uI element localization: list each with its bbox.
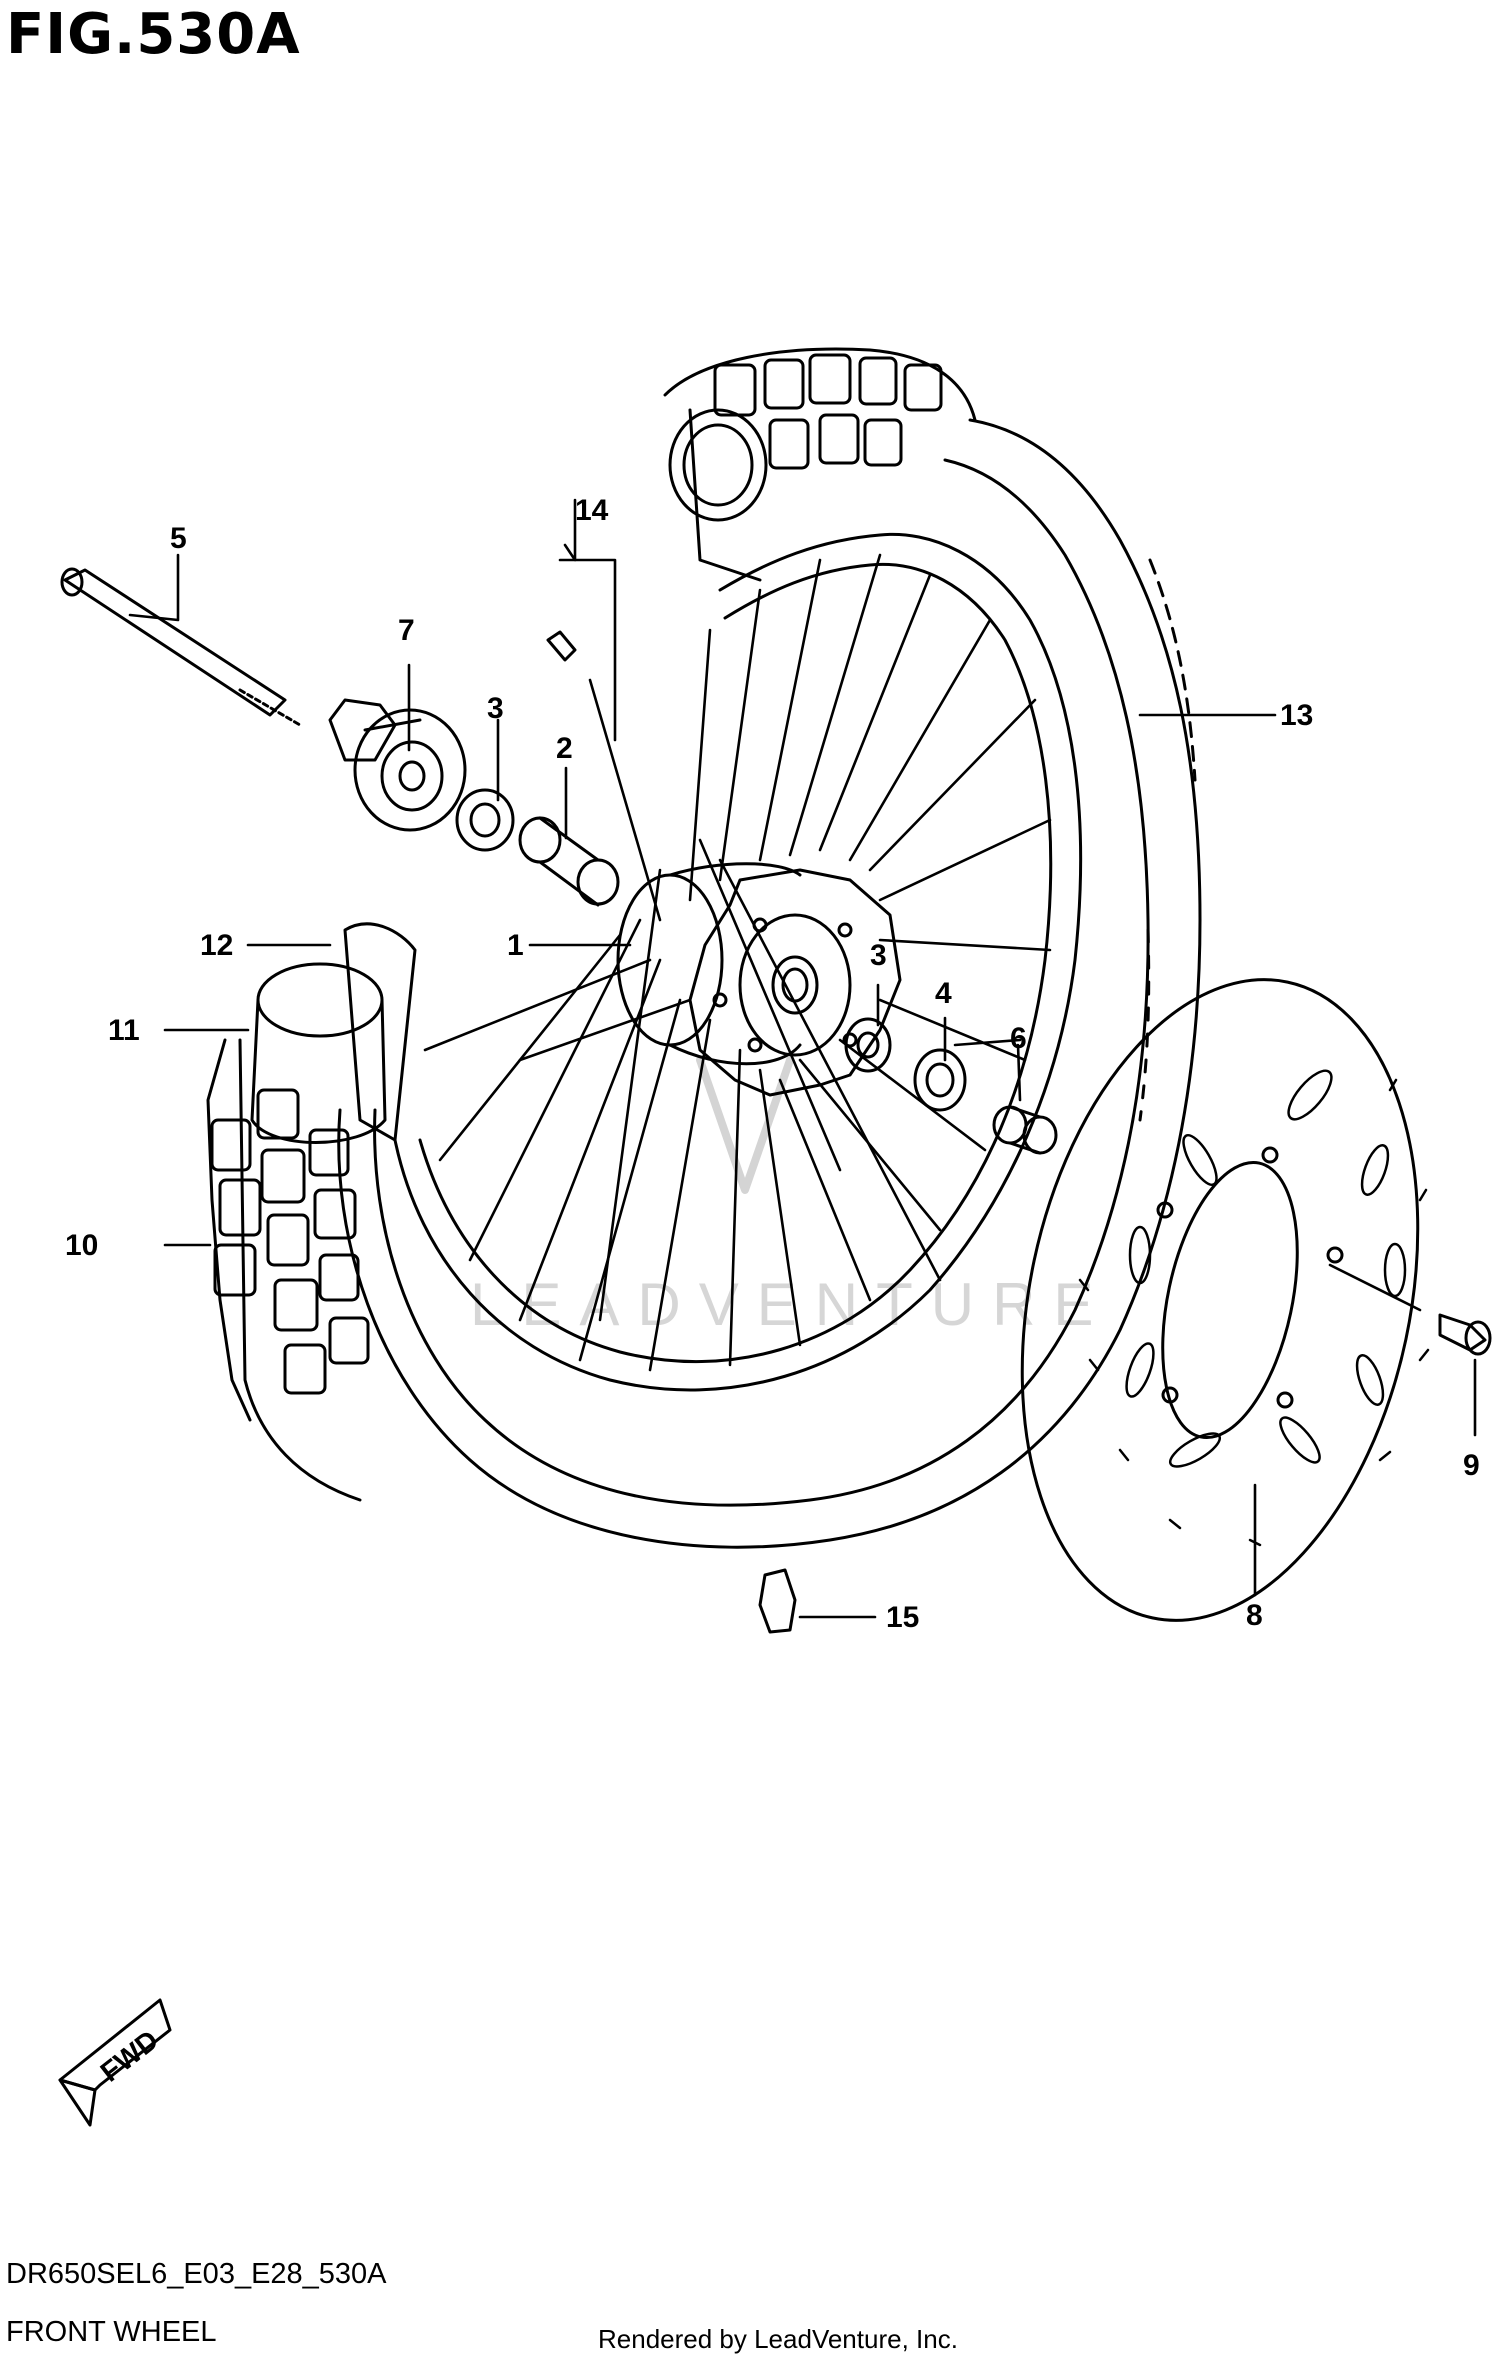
axle [60,567,302,727]
callout-11: 11 [108,1014,140,1047]
callout-9: 9 [1463,1449,1480,1482]
disc-bolt [1438,1313,1492,1356]
callout-15: 15 [886,1601,919,1634]
spacer-left [518,816,620,907]
diagram-name: FRONT WHEEL [6,2316,217,2348]
callout-4: 4 [935,977,952,1010]
tire [206,347,1202,1549]
balance-weight [758,1568,797,1634]
spoke-nipple [546,630,577,662]
callout-10: 10 [65,1229,98,1262]
callout-2: 2 [556,732,573,765]
callout-5: 5 [170,522,187,555]
spacer-right [992,1105,1058,1155]
watermark: LEADVENTURE [470,1056,1111,1338]
fwd-arrow-icon: FWD [58,1998,172,2127]
callout-14: 14 [575,494,609,527]
tube-top [668,408,768,522]
rim [393,532,1083,1392]
speedometer-gearbox [328,698,467,832]
diagram-code: DR650SEL6_E03_E28_530A [6,2258,387,2290]
oil-seal [913,1048,967,1112]
hub [616,862,902,1097]
figure-title: FIG.530A [6,2,301,67]
bearing-right [844,1017,892,1073]
callout-7: 7 [398,614,415,647]
leader-lines [128,498,1477,1619]
callout-13: 13 [1280,699,1313,732]
rim-band [343,922,417,1142]
callout-6: 6 [1010,1022,1027,1055]
tube-end [250,962,387,1144]
watermark-text: LEADVENTURE [470,1271,1111,1338]
callout-3-right: 3 [870,939,887,972]
fwd-label: FWD [95,2024,164,2088]
callout-1: 1 [507,929,524,962]
callout-12: 12 [200,929,233,962]
spokes [423,553,1052,1372]
callouts: 5 7 3 2 14 1 3 4 6 13 8 9 12 11 10 15 [65,494,1480,1634]
bearing-left [455,788,515,852]
render-credit: Rendered by LeadVenture, Inc. [598,2324,958,2354]
callout-8: 8 [1246,1599,1263,1632]
callout-3-left: 3 [487,692,504,725]
